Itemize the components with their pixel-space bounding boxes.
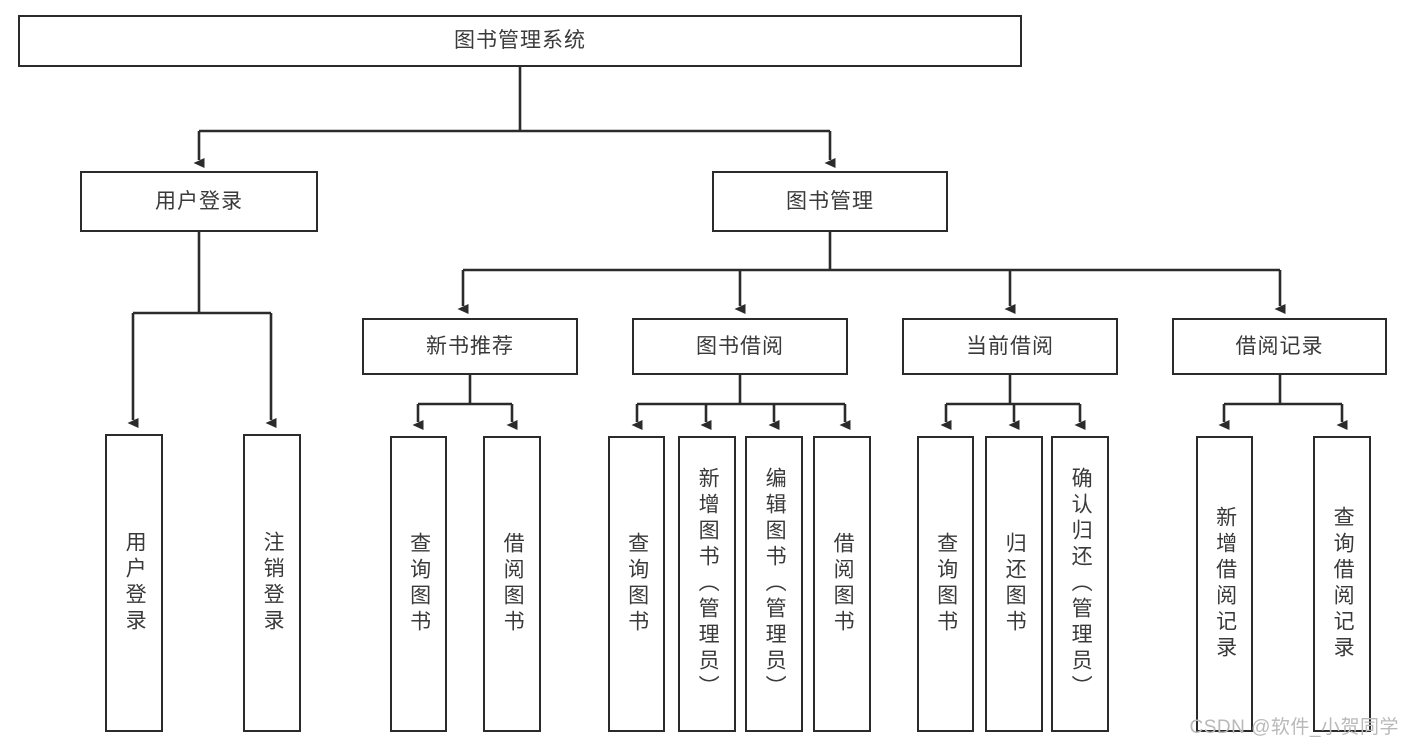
node-new-book-recommend[interactable]: 新书推荐 (362, 318, 578, 375)
node-label: 新增借阅记录 (1213, 506, 1237, 662)
node-leaf-borrow-book-2[interactable]: 借阅图书 (813, 436, 871, 732)
node-leaf-add-record[interactable]: 新增借阅记录 (1196, 436, 1253, 732)
csdn-watermark: CSDN @软件_小贺同学 (1189, 717, 1399, 738)
node-label: 查询图书 (407, 532, 431, 636)
node-leaf-query-record[interactable]: 查询借阅记录 (1313, 436, 1371, 732)
node-label: 编辑图书（管理员） (763, 467, 787, 701)
node-book-manage[interactable]: 图书管理 (712, 171, 948, 232)
node-label: 当前借阅 (966, 334, 1054, 358)
node-label: 图书管理 (786, 189, 874, 213)
node-label: 查询图书 (625, 532, 649, 636)
node-leaf-add-book[interactable]: 新增图书（管理员） (678, 436, 736, 732)
node-label: 新增图书（管理员） (696, 467, 720, 701)
node-label: 确认归还（管理员） (1069, 467, 1093, 701)
node-leaf-query-book-1[interactable]: 查询图书 (390, 436, 447, 732)
node-leaf-query-book-3[interactable]: 查询图书 (917, 436, 974, 732)
node-user-login[interactable]: 用户登录 (80, 171, 318, 232)
node-label: 借阅图书 (501, 532, 525, 636)
node-label: 新书推荐 (426, 334, 514, 358)
node-label: 用户登录 (155, 189, 243, 213)
node-label: 借阅记录 (1235, 334, 1324, 358)
node-label: 注销登录 (261, 531, 285, 635)
node-label: 用户登录 (123, 531, 147, 635)
node-label: 归还图书 (1003, 532, 1027, 636)
node-leaf-query-book-2[interactable]: 查询图书 (608, 436, 665, 732)
node-leaf-logout-login[interactable]: 注销登录 (243, 434, 301, 732)
node-label: 查询图书 (934, 532, 958, 636)
node-leaf-edit-book[interactable]: 编辑图书（管理员） (745, 436, 803, 732)
node-label: 图书管理系统 (454, 29, 586, 53)
node-leaf-user-login[interactable]: 用户登录 (105, 434, 163, 732)
node-leaf-return-book[interactable]: 归还图书 (985, 436, 1043, 732)
node-book-borrow[interactable]: 图书借阅 (632, 318, 848, 375)
node-book-management-system[interactable]: 图书管理系统 (18, 15, 1022, 67)
node-borrow-record[interactable]: 借阅记录 (1172, 318, 1387, 375)
node-label: 借阅图书 (831, 532, 855, 636)
node-label: 图书借阅 (696, 334, 784, 358)
node-current-borrow[interactable]: 当前借阅 (902, 318, 1118, 375)
node-leaf-confirm-return[interactable]: 确认归还（管理员） (1051, 436, 1109, 732)
node-leaf-borrow-book-1[interactable]: 借阅图书 (483, 436, 541, 732)
node-label: 查询借阅记录 (1331, 506, 1355, 662)
